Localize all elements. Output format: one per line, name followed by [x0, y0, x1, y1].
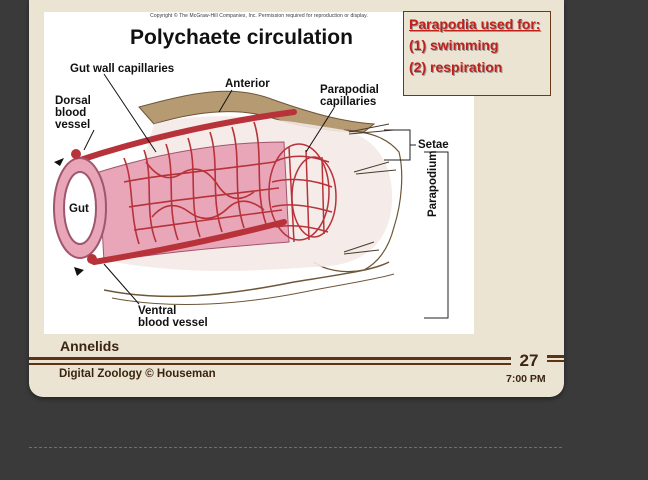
page-number: 27 [519, 351, 539, 370]
slide-time: 7:00 PM [506, 373, 546, 385]
label-dorsal-line1: Dorsal [55, 95, 91, 107]
callout-item-swimming: (1) swimming [409, 37, 499, 53]
label-dorsal-line2: blood [55, 107, 87, 119]
footer-credit: Digital Zoology © Houseman [59, 368, 216, 380]
label-ventral-line1: Ventral [138, 305, 177, 317]
diagram-figure: Copyright © The McGraw-Hill Companies, I… [44, 12, 474, 334]
footer-rule-right-thin [547, 360, 564, 362]
label-gut: Gut [69, 203, 89, 215]
label-dorsal-line3: vessel [55, 119, 91, 131]
label-parapodial-line2: capillaries [320, 96, 377, 108]
callout-title: Parapodia used for: [409, 16, 541, 32]
section-title: Annelids [60, 338, 120, 354]
diagram-title: Polychaete circulation [130, 26, 353, 49]
footer-rule-thin [29, 363, 511, 365]
label-parapodial-line1: Parapodial [320, 84, 379, 96]
dashed-divider [29, 447, 562, 448]
copyright-notice: Copyright © The McGraw-Hill Companies, I… [150, 13, 368, 19]
label-gut-wall-capillaries: Gut wall capillaries [70, 63, 175, 75]
label-parapodium: Parapodium [427, 150, 439, 217]
polychaete-illustration [53, 73, 449, 319]
footer-rule [29, 357, 511, 360]
callout-item-respiration: (2) respiration [409, 59, 503, 75]
label-anterior: Anterior [225, 78, 270, 90]
label-ventral-line2: blood vessel [138, 317, 208, 329]
label-setae: Setae [418, 139, 449, 151]
footer-rule-right [547, 355, 564, 358]
parapodia-callout-box: Parapodia used for: (1) swimming (2) res… [403, 11, 551, 96]
